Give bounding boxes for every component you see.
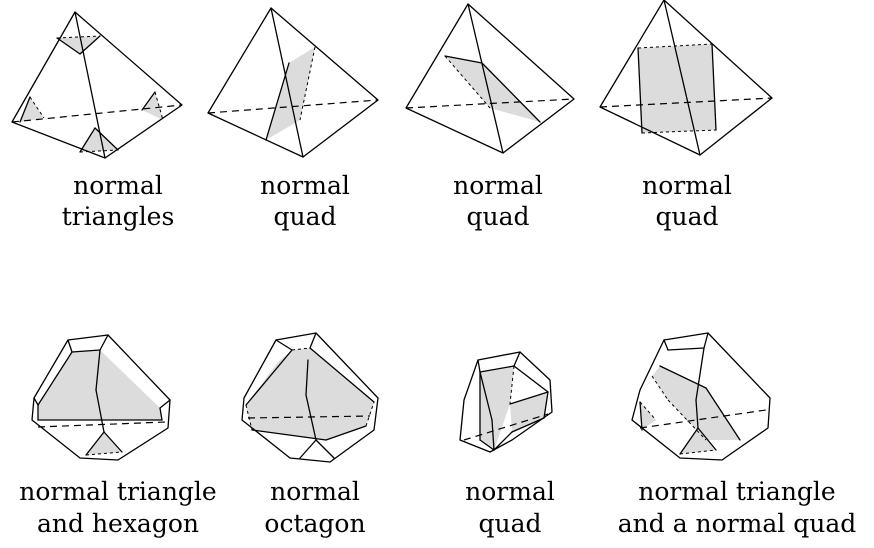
- triangle-piece-left: [20, 97, 44, 122]
- triangle-piece-bottom: [680, 428, 716, 454]
- caption-8-line1: normal triangle: [638, 477, 835, 506]
- octagon-piece: [246, 348, 374, 440]
- caption-1-line2: triangles: [62, 202, 175, 231]
- triangle-piece-bottom: [80, 128, 118, 152]
- caption-3-line1: normal: [453, 171, 543, 200]
- caption-4-line2: quad: [655, 202, 718, 231]
- triangle-piece: [86, 432, 122, 455]
- caption-4-line1: normal: [642, 171, 732, 200]
- truncated-normal-quad: [459, 351, 553, 453]
- caption-6-line1: normal: [270, 477, 360, 506]
- caption-2-line2: quad: [273, 202, 336, 231]
- caption-7-line1: normal: [465, 477, 555, 506]
- caption-8-line2: and a normal quad: [618, 509, 856, 538]
- truncated-octagon: [241, 332, 379, 463]
- hexagon-piece: [38, 350, 162, 420]
- caption-7-line2: quad: [478, 509, 541, 538]
- caption-6-line2: octagon: [264, 509, 365, 538]
- quad-piece-back: [510, 392, 548, 432]
- tetra-normal-quad-2: [405, 3, 575, 154]
- quad-piece: [266, 47, 315, 140]
- triangle-piece-left: [640, 402, 656, 430]
- tetra-normal-quad-3: [599, 0, 773, 156]
- quad-piece: [638, 44, 716, 133]
- caption-3-line2: quad: [466, 202, 529, 231]
- caption-5-line2: and hexagon: [37, 509, 199, 538]
- tetra-normal-triangles: [11, 11, 183, 159]
- caption-1-line1: normal: [73, 171, 163, 200]
- triangle-piece-right: [142, 92, 163, 120]
- truncated-triangle-hexagon: [31, 334, 171, 461]
- caption-2-line1: normal: [260, 171, 350, 200]
- quad-piece: [445, 56, 540, 122]
- quad-piece-front: [480, 366, 514, 450]
- triangle-piece-top: [57, 36, 100, 54]
- truncated-triangle-and-quad: [631, 332, 771, 461]
- tetra-normal-quad-1: [207, 7, 379, 158]
- caption-5-line1: normal triangle: [19, 477, 216, 506]
